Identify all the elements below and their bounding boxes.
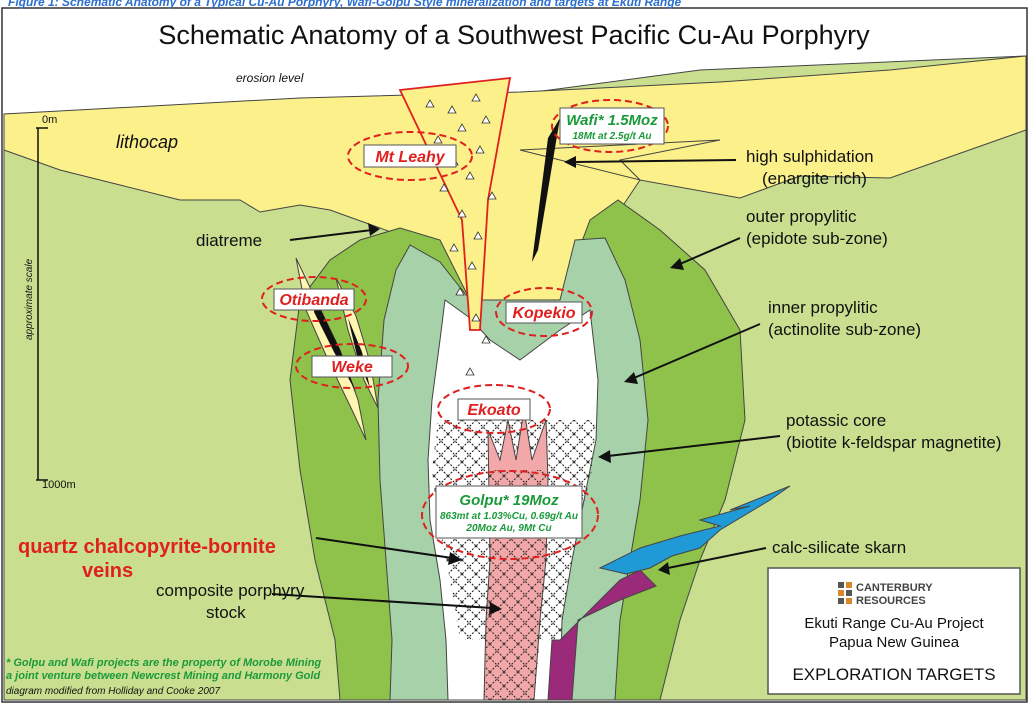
outer-propylitic-label: outer propylitic <box>746 207 857 226</box>
composite-porphyry-label: composite porphyry <box>156 581 305 600</box>
target-label: Kopekio <box>512 305 575 322</box>
project-name: Ekuti Range Cu-Au Project <box>804 615 984 632</box>
footnote-line-1: * Golpu and Wafi projects are the proper… <box>6 657 321 669</box>
composite-porphyry-sub-label: stock <box>206 603 246 622</box>
target-label: Ekoato <box>467 402 521 419</box>
potassic-core-label: potassic core <box>786 411 886 430</box>
deposit-detail-2: 20Moz Au, 9Mt Cu <box>465 523 551 534</box>
company-name-line-2: RESOURCES <box>856 595 926 607</box>
footnote-line-2: a joint venture between Newcrest Mining … <box>6 670 320 682</box>
project-country: Papua New Guinea <box>829 634 960 651</box>
scale-bottom-label: 1000m <box>42 479 76 491</box>
high-sulphidation-sub-label: (enargite rich) <box>762 169 867 188</box>
deposit-detail: 18Mt at 2.5g/t Au <box>572 131 651 142</box>
scale-label: approximate scale <box>24 258 35 340</box>
high-sulphidation-label: high sulphidation <box>746 147 874 166</box>
company-box: CANTERBURY RESOURCES Ekuti Range Cu-Au P… <box>768 568 1020 694</box>
deposit-wafi: Wafi* 1.5Moz 18Mt at 2.5g/t Au <box>552 100 668 152</box>
potassic-core-sub-label: (biotite k-feldspar magnetite) <box>786 433 1001 452</box>
veins-label: quartz chalcopyrite-bornite <box>18 536 276 558</box>
exploration-targets-heading: EXPLORATION TARGETS <box>792 665 995 684</box>
inner-propylitic-sub-label: (actinolite sub-zone) <box>768 320 921 339</box>
deposit-name: Golpu* 19Moz <box>459 492 559 509</box>
diatreme-label: diatreme <box>196 231 262 250</box>
deposit-name: Wafi* 1.5Moz <box>566 112 658 129</box>
calc-silicate-skarn-label: calc-silicate skarn <box>772 538 906 557</box>
inner-propylitic-label: inner propylitic <box>768 298 878 317</box>
target-label: Mt Leahy <box>375 149 445 166</box>
scale-top-label: 0m <box>42 114 57 126</box>
company-name-line-1: CANTERBURY <box>856 582 933 594</box>
lithocap-label: lithocap <box>116 132 178 152</box>
target-label: Weke <box>331 359 373 376</box>
figure-caption: Figure 1: Schematic Anatomy of a Typical… <box>8 0 682 9</box>
outer-propylitic-sub-label: (epidote sub-zone) <box>746 229 888 248</box>
source-note: diagram modified from Holliday and Cooke… <box>6 686 220 697</box>
erosion-level-label: erosion level <box>236 71 304 85</box>
veins-sub-label: veins <box>82 560 133 582</box>
deposit-detail: 863mt at 1.03%Cu, 0.69g/t Au <box>440 511 578 522</box>
target-label: Otibanda <box>279 292 348 309</box>
diagram-title: Schematic Anatomy of a Southwest Pacific… <box>158 20 870 50</box>
